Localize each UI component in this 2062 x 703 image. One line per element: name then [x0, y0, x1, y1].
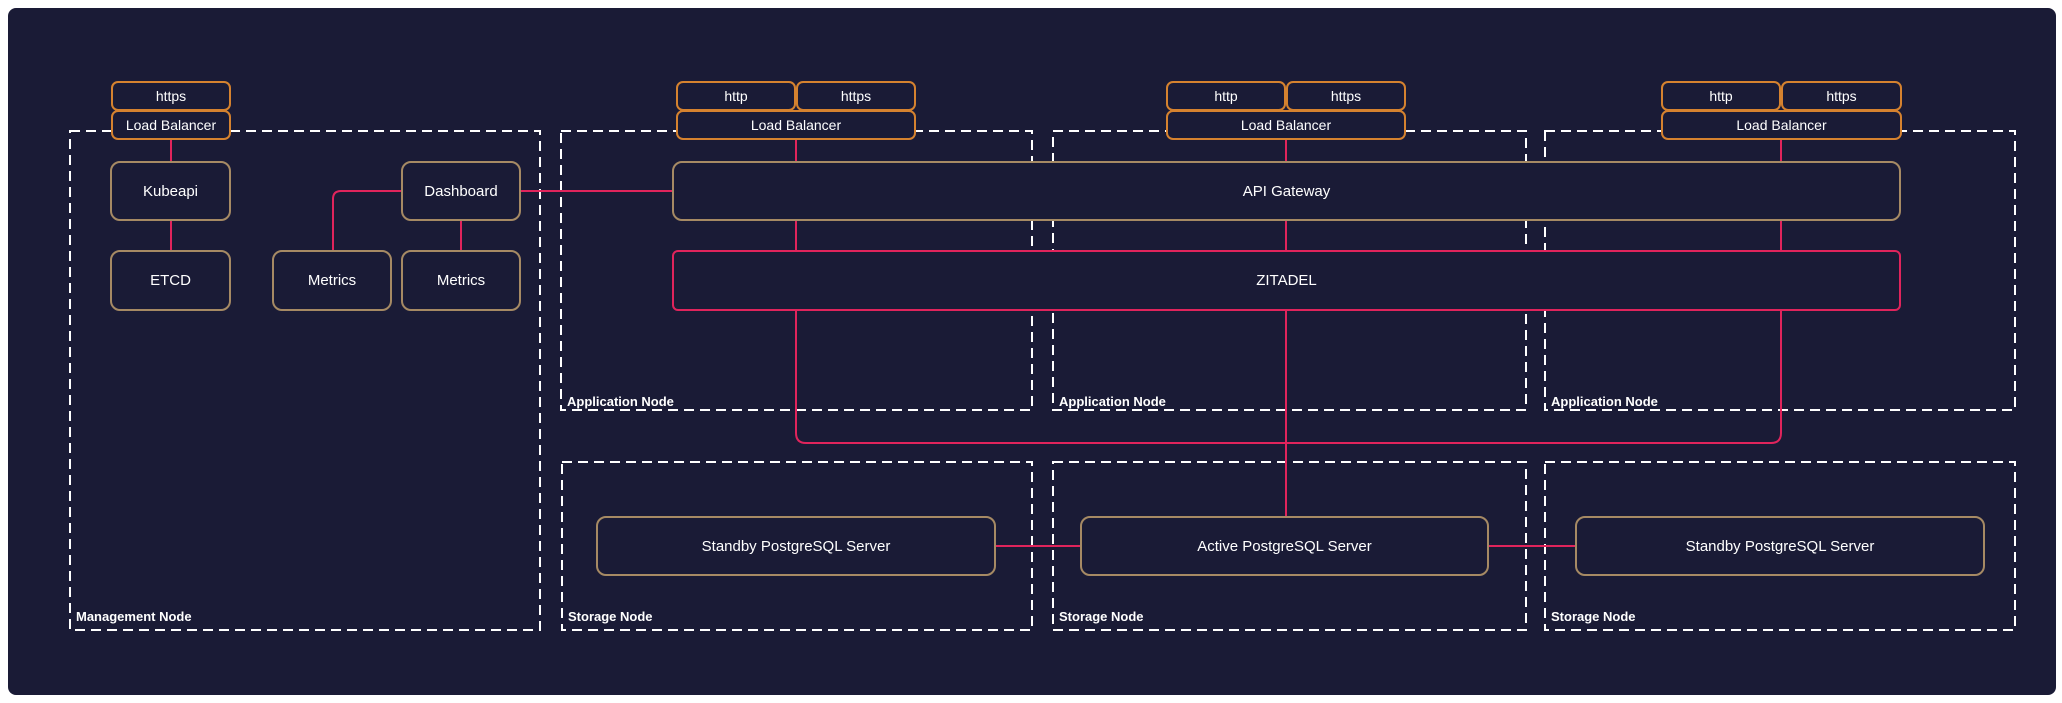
- metrics-right-node: Metrics: [401, 250, 521, 311]
- management-lb-https-label: https: [155, 88, 187, 104]
- storage-node-3-label: Storage Node: [1551, 609, 1636, 624]
- edge-zitadel-right-to-active-db: [1286, 311, 1782, 444]
- edge-zitadel-left-to-active-db: [795, 311, 1286, 444]
- kubeapi-node: Kubeapi: [110, 161, 231, 221]
- etcd-node: ETCD: [110, 250, 231, 311]
- standby-postgresql-1-label: Standby PostgreSQL Server: [701, 537, 891, 555]
- app1-lb-http-cell: http: [676, 81, 796, 111]
- application-node-1-label: Application Node: [567, 394, 674, 409]
- active-postgresql-label: Active PostgreSQL Server: [1197, 537, 1372, 555]
- standby-postgresql-2-label: Standby PostgreSQL Server: [1685, 537, 1875, 555]
- application-node-3-label: Application Node: [1551, 394, 1658, 409]
- management-lb-label: Load Balancer: [125, 117, 217, 133]
- management-node-border: [69, 130, 541, 631]
- dashboard-node: Dashboard: [401, 161, 521, 221]
- app1-lb-https-label: https: [840, 88, 872, 104]
- app2-lb-https-label: https: [1330, 88, 1362, 104]
- app2-lb-http-cell: http: [1166, 81, 1286, 111]
- standby-postgresql-1-node: Standby PostgreSQL Server: [596, 516, 996, 576]
- app1-lb-label: Load Balancer: [750, 117, 842, 133]
- app1-lb-http-label: http: [724, 88, 748, 104]
- metrics-left-label: Metrics: [307, 272, 357, 289]
- api-gateway-node: API Gateway: [672, 161, 1901, 221]
- app2-lb-https-cell: https: [1286, 81, 1406, 111]
- app3-lb-https-cell: https: [1781, 81, 1902, 111]
- edge-dashboard-to-metrics-left: [332, 190, 401, 250]
- app2-lb-label: Load Balancer: [1240, 117, 1332, 133]
- storage-node-1-label: Storage Node: [568, 609, 653, 624]
- management-node-label: Management Node: [76, 609, 192, 624]
- application-node-2-label: Application Node: [1059, 394, 1166, 409]
- management-load-balancer: Load Balancer: [111, 110, 231, 140]
- app3-lb-http-cell: http: [1661, 81, 1781, 111]
- app2-load-balancer: Load Balancer: [1166, 110, 1406, 140]
- standby-postgresql-2-node: Standby PostgreSQL Server: [1575, 516, 1985, 576]
- api-gateway-label: API Gateway: [1242, 182, 1331, 200]
- app1-load-balancer: Load Balancer: [676, 110, 916, 140]
- storage-node-2-label: Storage Node: [1059, 609, 1144, 624]
- zitadel-label: ZITADEL: [1256, 272, 1317, 289]
- kubeapi-label: Kubeapi: [142, 182, 199, 200]
- metrics-right-label: Metrics: [436, 272, 486, 289]
- app1-lb-https-cell: https: [796, 81, 916, 111]
- management-lb-https-cell: https: [111, 81, 231, 111]
- dashboard-label: Dashboard: [424, 182, 498, 200]
- active-postgresql-node: Active PostgreSQL Server: [1080, 516, 1489, 576]
- app3-lb-https-label: https: [1826, 88, 1857, 104]
- app3-lb-label: Load Balancer: [1736, 117, 1827, 133]
- metrics-left-node: Metrics: [272, 250, 392, 311]
- app2-lb-http-label: http: [1214, 88, 1238, 104]
- zitadel-node: ZITADEL: [672, 250, 1901, 311]
- app3-load-balancer: Load Balancer: [1661, 110, 1902, 140]
- etcd-label: ETCD: [150, 272, 191, 289]
- app3-lb-http-label: http: [1709, 88, 1733, 104]
